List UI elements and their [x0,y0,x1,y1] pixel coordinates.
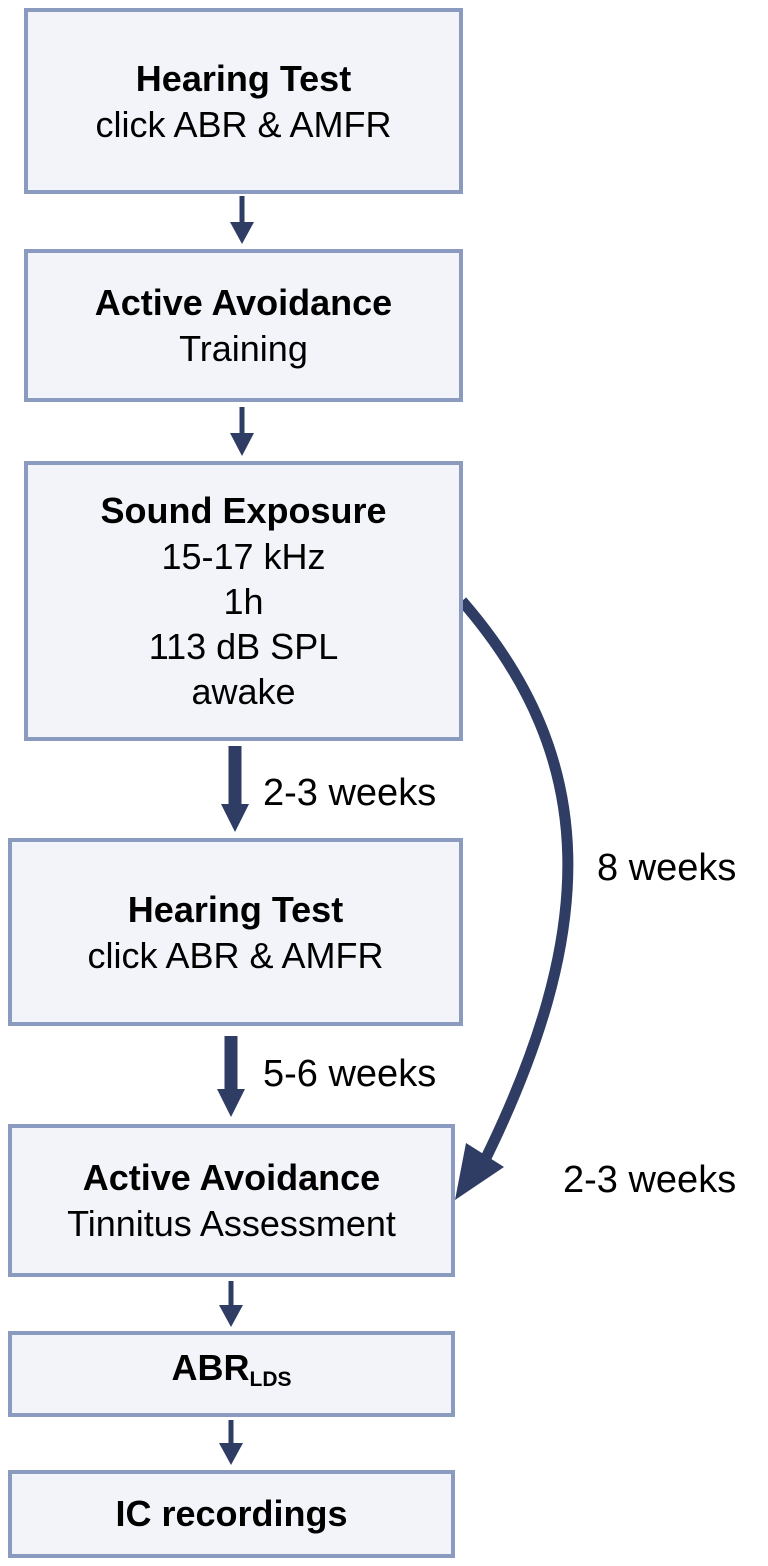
arrow-down-4 [217,1036,245,1117]
step-detail: 15-17 kHz [161,536,326,577]
arrow-down-2 [230,407,254,456]
step-ic-recordings: IC recordings [8,1470,455,1558]
step-title: Sound Exposure [100,490,387,531]
arrow-curved-8-weeks [455,597,574,1200]
interval-label-exposure-to-assessment: 8 weeks [597,847,737,889]
step-detail: Training [179,328,308,369]
step-title-subscript: LDS [249,1368,292,1391]
arrow-down-1 [230,196,254,244]
interval-label-assessment-duration: 2-3 weeks [563,1159,737,1201]
step-title: Hearing Test [135,57,352,99]
step-title: ABRLDS [172,1345,292,1403]
step-title: Active Avoidance [94,282,393,323]
interval-label-test-to-assessment: 5-6 weeks [263,1053,437,1095]
arrow-down-5 [219,1281,243,1327]
step-hearing-test-2: Hearing Test click ABR & AMFR [8,838,463,1026]
arrow-down-3 [221,746,249,832]
step-title: Active Avoidance [82,1157,381,1198]
step-detail: awake [191,671,296,712]
step-abr-lds: ABRLDS [8,1331,455,1417]
step-detail: 113 dB SPL [148,626,339,667]
step-hearing-test-1: Hearing Test click ABR & AMFR [24,8,463,194]
step-detail: click ABR & AMFR [95,103,392,145]
step-detail: Tinnitus Assessment [67,1203,396,1244]
arrow-down-6 [219,1420,243,1465]
step-sound-exposure: Sound Exposure 15-17 kHz 1h 113 dB SPL a… [24,461,463,741]
step-detail: click ABR & AMFR [87,934,384,976]
step-title: Hearing Test [127,888,344,930]
interval-label-exposure-to-test: 2-3 weeks [263,772,437,814]
step-title: IC recordings [115,1493,348,1534]
step-detail: 1h [223,581,264,622]
step-title-main: ABR [171,1347,250,1388]
step-active-avoidance-training: Active Avoidance Training [24,249,463,402]
step-active-avoidance-tinnitus-assessment: Active Avoidance Tinnitus Assessment [8,1124,455,1277]
